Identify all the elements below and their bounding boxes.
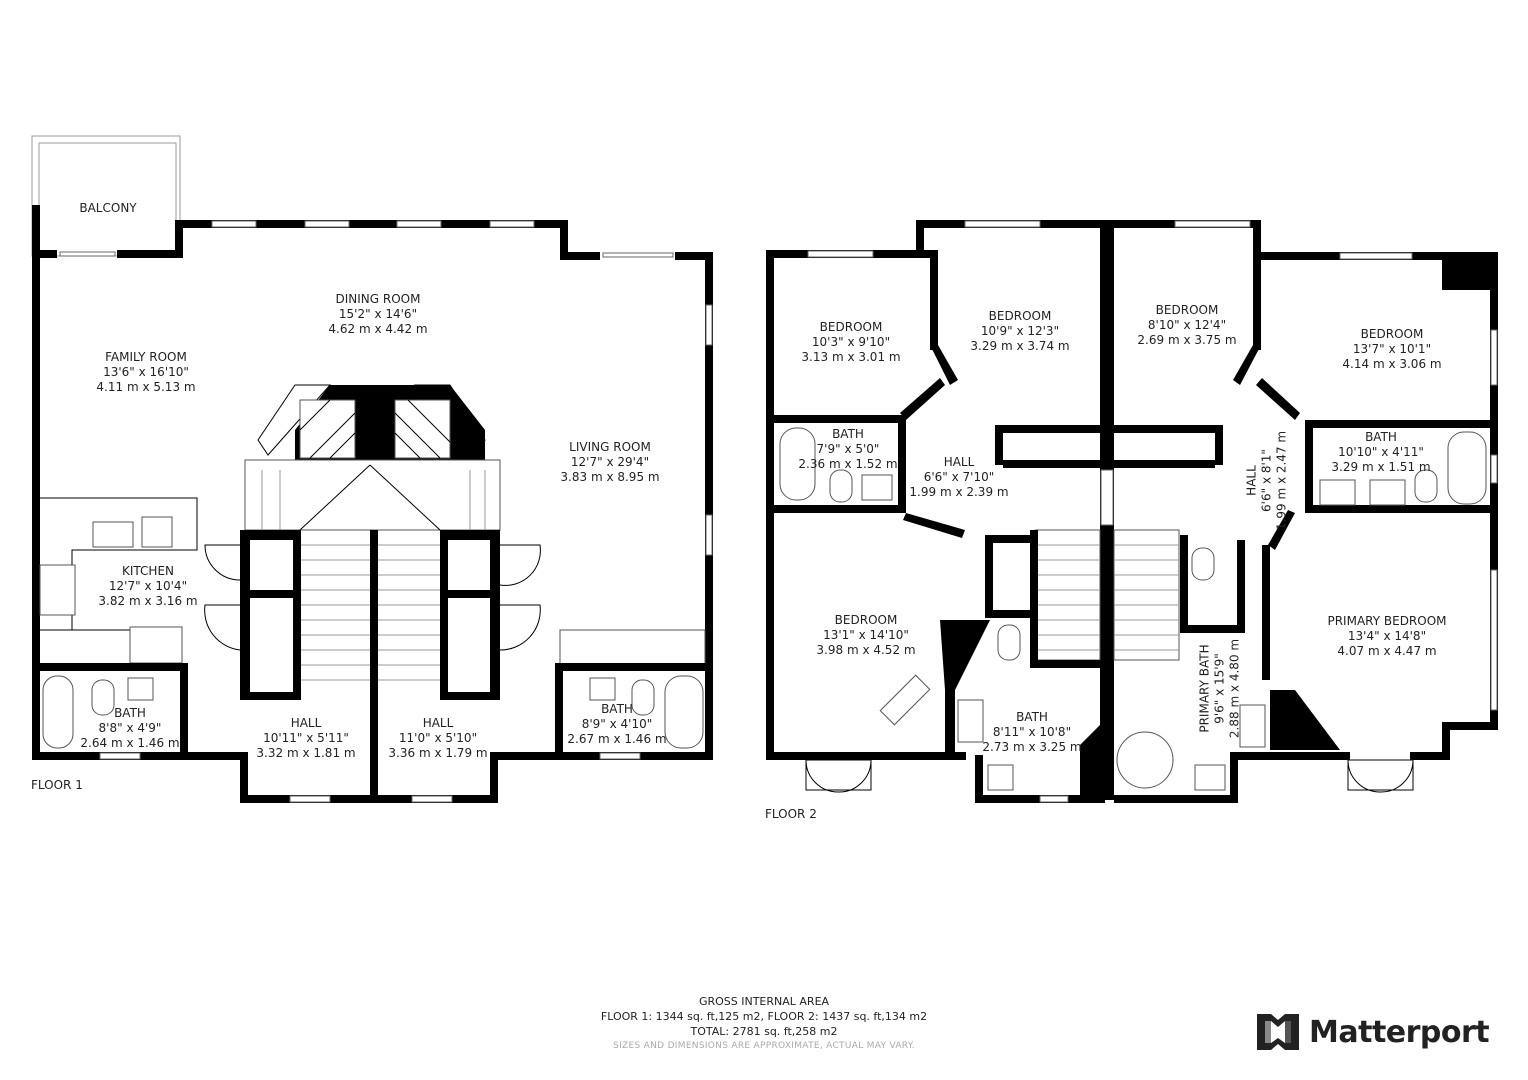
room-label-hall-3: HALL 6'6" x 7'10" 1.99 m x 2.39 m bbox=[909, 455, 1008, 500]
floor-2-plan bbox=[766, 220, 1498, 803]
room-label-bedroom-1: BEDROOM 10'3" x 9'10" 3.13 m x 3.01 m bbox=[801, 320, 900, 365]
room-label-living-room: LIVING ROOM 12'7" x 29'4" 3.83 m x 8.95 … bbox=[560, 440, 659, 485]
room-dimensions-metric: 4.11 m x 5.13 m bbox=[96, 380, 196, 394]
room-name: BALCONY bbox=[79, 201, 137, 215]
room-dimensions-metric: 3.82 m x 3.16 m bbox=[98, 594, 198, 608]
room-dimensions-imperial: 7'9" x 5'0" bbox=[816, 442, 880, 456]
floor-2-label: FLOOR 2 bbox=[765, 807, 817, 821]
room-dimensions-metric: 2.64 m x 1.46 m bbox=[80, 736, 180, 750]
room-label-bedroom-2: BEDROOM 10'9" x 12'3" 3.29 m x 3.74 m bbox=[970, 309, 1069, 354]
room-label-hall-2: HALL 11'0" x 5'10" 3.36 m x 1.79 m bbox=[388, 716, 487, 761]
room-name: BATH bbox=[1016, 710, 1048, 724]
room-label-hall-1: HALL 10'11" x 5'11" 3.32 m x 1.81 m bbox=[256, 716, 355, 761]
room-label-bath-2: BATH 8'9" x 4'10" 2.67 m x 1.46 m bbox=[567, 702, 666, 747]
room-name: DINING ROOM bbox=[335, 292, 421, 306]
room-dimensions-imperial: 8'10" x 12'4" bbox=[1147, 318, 1227, 332]
room-dimensions-imperial: 6'6" x 7'10" bbox=[923, 470, 995, 484]
floor-1-plan bbox=[31, 135, 713, 803]
room-dimensions-imperial: 9'6" x 15'9" bbox=[1212, 653, 1227, 724]
room-name: PRIMARY BATH bbox=[1197, 644, 1212, 733]
room-label-bedroom-3: BEDROOM 8'10" x 12'4" 2.69 m x 3.75 m bbox=[1137, 303, 1236, 348]
room-name: BATH bbox=[601, 702, 633, 716]
room-dimensions-imperial: 13'7" x 10'1" bbox=[1352, 342, 1432, 356]
room-label-balcony: BALCONY bbox=[79, 201, 136, 216]
room-dimensions-imperial: 10'3" x 9'10" bbox=[811, 335, 891, 349]
room-label-family-room: FAMILY ROOM 13'6" x 16'10" 4.11 m x 5.13… bbox=[96, 350, 195, 395]
room-dimensions-metric: 2.88 m x 4.80 m bbox=[1227, 638, 1242, 739]
room-dimensions-imperial: 15'2" x 14'6" bbox=[338, 307, 418, 321]
room-dimensions-metric: 3.32 m x 1.81 m bbox=[256, 746, 356, 760]
room-name: BEDROOM bbox=[988, 309, 1052, 323]
room-name: KITCHEN bbox=[122, 564, 174, 578]
room-name: HALL bbox=[422, 716, 454, 730]
room-dimensions-metric: 3.13 m x 3.01 m bbox=[801, 350, 901, 364]
brand-wordmark: Matterport bbox=[1309, 1014, 1490, 1050]
room-dimensions-imperial: 10'10" x 4'11" bbox=[1338, 445, 1424, 459]
room-dimensions-metric: 3.29 m x 3.74 m bbox=[970, 339, 1070, 353]
room-label-bedroom-4: BEDROOM 13'7" x 10'1" 4.14 m x 3.06 m bbox=[1342, 327, 1441, 372]
room-dimensions-imperial: 8'9" x 4'10" bbox=[581, 717, 653, 731]
room-name: BEDROOM bbox=[834, 613, 898, 627]
room-name: BATH bbox=[1365, 430, 1397, 444]
gross-internal-area: GROSS INTERNAL AREA FLOOR 1: 1344 sq. ft… bbox=[601, 994, 927, 1054]
room-dimensions-metric: 3.36 m x 1.79 m bbox=[388, 746, 488, 760]
room-dimensions-imperial: 13'1" x 14'10" bbox=[823, 628, 909, 642]
room-dimensions-imperial: 12'7" x 29'4" bbox=[570, 455, 650, 469]
room-label-primary-bedroom: PRIMARY BEDROOM 13'4" x 14'8" 4.07 m x 4… bbox=[1327, 614, 1446, 659]
room-dimensions-metric: 1.99 m x 2.47 m bbox=[1274, 430, 1289, 531]
room-label-bedroom-5: BEDROOM 13'1" x 14'10" 3.98 m x 4.52 m bbox=[816, 613, 915, 658]
room-dimensions-imperial: 8'11" x 10'8" bbox=[992, 725, 1072, 739]
room-dimensions-metric: 3.98 m x 4.52 m bbox=[816, 643, 916, 657]
room-name: LIVING ROOM bbox=[569, 440, 651, 454]
room-name: BEDROOM bbox=[819, 320, 883, 334]
room-name: BATH bbox=[114, 706, 146, 720]
room-name: HALL bbox=[290, 716, 322, 730]
room-name: HALL bbox=[943, 455, 975, 469]
room-name: HALL bbox=[1244, 465, 1259, 496]
room-dimensions-metric: 4.14 m x 3.06 m bbox=[1342, 357, 1442, 371]
room-label-primary-bath: PRIMARY BATH 9'6" x 15'9" 2.88 m x 4.80 … bbox=[1198, 629, 1243, 749]
room-label-bath-3: BATH 7'9" x 5'0" 2.36 m x 1.52 m bbox=[798, 427, 897, 472]
room-dimensions-metric: 4.62 m x 4.42 m bbox=[328, 322, 428, 336]
room-dimensions-metric: 3.29 m x 1.51 m bbox=[1331, 460, 1431, 474]
gia-floors: FLOOR 1: 1344 sq. ft,125 m2, FLOOR 2: 14… bbox=[600, 1010, 928, 1023]
room-dimensions-imperial: 8'8" x 4'9" bbox=[98, 721, 162, 735]
room-label-bath-4: BATH 10'10" x 4'11" 3.29 m x 1.51 m bbox=[1331, 430, 1430, 475]
room-dimensions-metric: 3.83 m x 8.95 m bbox=[560, 470, 660, 484]
gia-disclaimer: SIZES AND DIMENSIONS ARE APPROXIMATE, AC… bbox=[613, 1041, 915, 1051]
room-dimensions-metric: 1.99 m x 2.39 m bbox=[909, 485, 1009, 499]
room-dimensions-imperial: 11'0" x 5'10" bbox=[398, 731, 478, 745]
gia-total: TOTAL: 2781 sq. ft,258 m2 bbox=[690, 1025, 838, 1038]
room-dimensions-imperial: 13'4" x 14'8" bbox=[1347, 629, 1427, 643]
room-name: BEDROOM bbox=[1360, 327, 1424, 341]
room-dimensions-imperial: 10'11" x 5'11" bbox=[263, 731, 349, 745]
room-dimensions-imperial: 12'7" x 10'4" bbox=[108, 579, 188, 593]
room-dimensions-metric: 2.67 m x 1.46 m bbox=[567, 732, 667, 746]
room-dimensions-metric: 2.69 m x 3.75 m bbox=[1137, 333, 1237, 347]
room-dimensions-metric: 2.36 m x 1.52 m bbox=[798, 457, 898, 471]
room-label-hall-4: HALL 6'6" x 8'1" 1.99 m x 2.47 m bbox=[1245, 431, 1290, 531]
matterport-logo-icon bbox=[1257, 1014, 1299, 1050]
room-label-dining-room: DINING ROOM 15'2" x 14'6" 4.62 m x 4.42 … bbox=[328, 292, 427, 337]
room-name: BEDROOM bbox=[1155, 303, 1219, 317]
room-dimensions-imperial: 6'6" x 8'1" bbox=[1259, 449, 1274, 512]
matterport-brand: Matterport bbox=[1257, 1012, 1490, 1052]
room-label-kitchen: KITCHEN 12'7" x 10'4" 3.82 m x 3.16 m bbox=[98, 564, 197, 609]
room-dimensions-imperial: 10'9" x 12'3" bbox=[980, 324, 1060, 338]
room-label-bath-5: BATH 8'11" x 10'8" 2.73 m x 3.25 m bbox=[982, 710, 1081, 755]
room-dimensions-metric: 2.73 m x 3.25 m bbox=[982, 740, 1082, 754]
room-name: BATH bbox=[832, 427, 864, 441]
room-name: FAMILY ROOM bbox=[105, 350, 187, 364]
room-dimensions-imperial: 13'6" x 16'10" bbox=[103, 365, 189, 379]
room-dimensions-metric: 4.07 m x 4.47 m bbox=[1337, 644, 1437, 658]
room-name: PRIMARY BEDROOM bbox=[1327, 614, 1447, 628]
gia-title: GROSS INTERNAL AREA bbox=[698, 995, 830, 1008]
room-label-bath-1: BATH 8'8" x 4'9" 2.64 m x 1.46 m bbox=[80, 706, 179, 751]
floor-1-label: FLOOR 1 bbox=[31, 778, 83, 792]
